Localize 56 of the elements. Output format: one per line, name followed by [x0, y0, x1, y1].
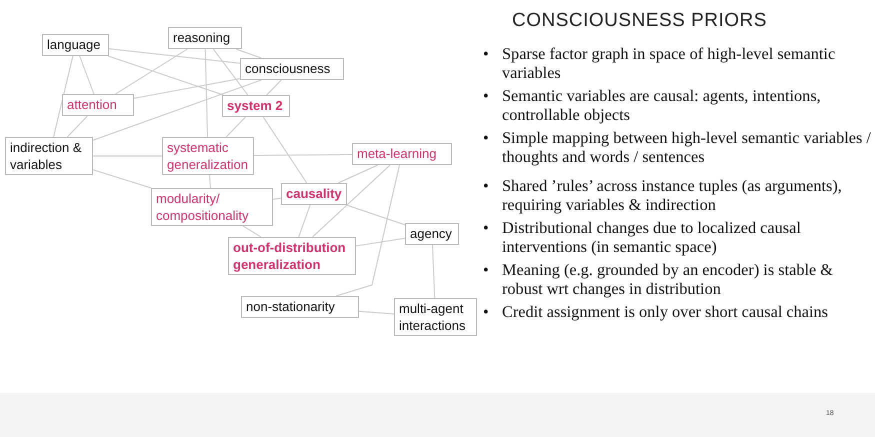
- connector-line: [356, 238, 406, 246]
- connector-line: [312, 164, 391, 238]
- concept-box: attention: [62, 94, 134, 116]
- bullet-mark: •: [483, 302, 489, 321]
- bullet-mark: •: [483, 260, 489, 279]
- concept-box: non-stationarity: [241, 296, 359, 318]
- connector-line: [209, 174, 211, 188]
- concept-box: reasoning: [168, 27, 242, 49]
- connector-line: [254, 154, 352, 156]
- bullet-text: Simple mapping between high-level semantic variables / thoughts and words / sentences: [502, 128, 871, 166]
- connector-line: [79, 56, 94, 94]
- bullet-text: Distributional changes due to localized causal interventions (in semantic space): [502, 218, 801, 256]
- connector-line: [115, 48, 188, 94]
- connector-line: [432, 244, 436, 298]
- connector-line: [53, 56, 74, 138]
- bullet-text: Credit assignment is only over short causal chains: [502, 302, 828, 321]
- bullet-mark: •: [483, 44, 489, 63]
- concept-box: consciousness: [240, 58, 344, 80]
- concept-box: systematic generalization: [162, 137, 254, 175]
- connector-line: [108, 56, 224, 96]
- concept-box: system 2: [222, 95, 290, 117]
- bullet-mark: •: [483, 176, 489, 195]
- slide-title: CONSCIOUSNESS PRIORS: [512, 10, 767, 32]
- concept-box: out-of-distribution generalization: [228, 237, 356, 275]
- concept-box: language: [42, 34, 109, 56]
- connector-line: [235, 48, 262, 58]
- connector-line: [272, 198, 282, 200]
- connector-line: [92, 80, 262, 141]
- bullet-mark: •: [483, 218, 489, 237]
- connector-line: [226, 116, 246, 138]
- connector-line: [108, 48, 240, 64]
- bullet-text: Semantic variables are causal: agents, intentions, controllable objects: [502, 86, 821, 124]
- connector-line: [298, 204, 311, 238]
- connector-line: [338, 164, 378, 184]
- bullet-text: Sparse factor graph in space of high-level semantic variables: [502, 44, 836, 82]
- connector-line: [336, 164, 400, 296]
- concept-box: modularity/ compositionality: [151, 188, 273, 226]
- bullet-mark: •: [483, 86, 489, 105]
- bullet-mark: •: [483, 128, 489, 147]
- connector-line: [358, 310, 394, 314]
- connector-line: [66, 116, 88, 138]
- concept-box: indirection & variables: [5, 137, 93, 175]
- bullet-text: Shared ’rules’ across instance tuples (as arguments), requiring variables & indirection: [502, 176, 842, 214]
- concept-box: agency: [405, 223, 459, 245]
- connector-line: [92, 169, 152, 188]
- concept-box: causality: [281, 183, 347, 205]
- connector-line: [262, 116, 308, 184]
- connector-line: [346, 204, 406, 226]
- concept-box: multi-agent interactions: [394, 298, 477, 336]
- connector-line: [242, 226, 262, 238]
- connector-line: [212, 48, 248, 96]
- connector-line: [134, 78, 240, 99]
- bullet-text: Meaning (e.g. grounded by an encoder) is stable & robust wrt changes in distribution: [502, 260, 833, 298]
- connector-line: [266, 80, 282, 96]
- connector-line: [204, 48, 208, 138]
- concept-box: meta-learning: [352, 143, 452, 165]
